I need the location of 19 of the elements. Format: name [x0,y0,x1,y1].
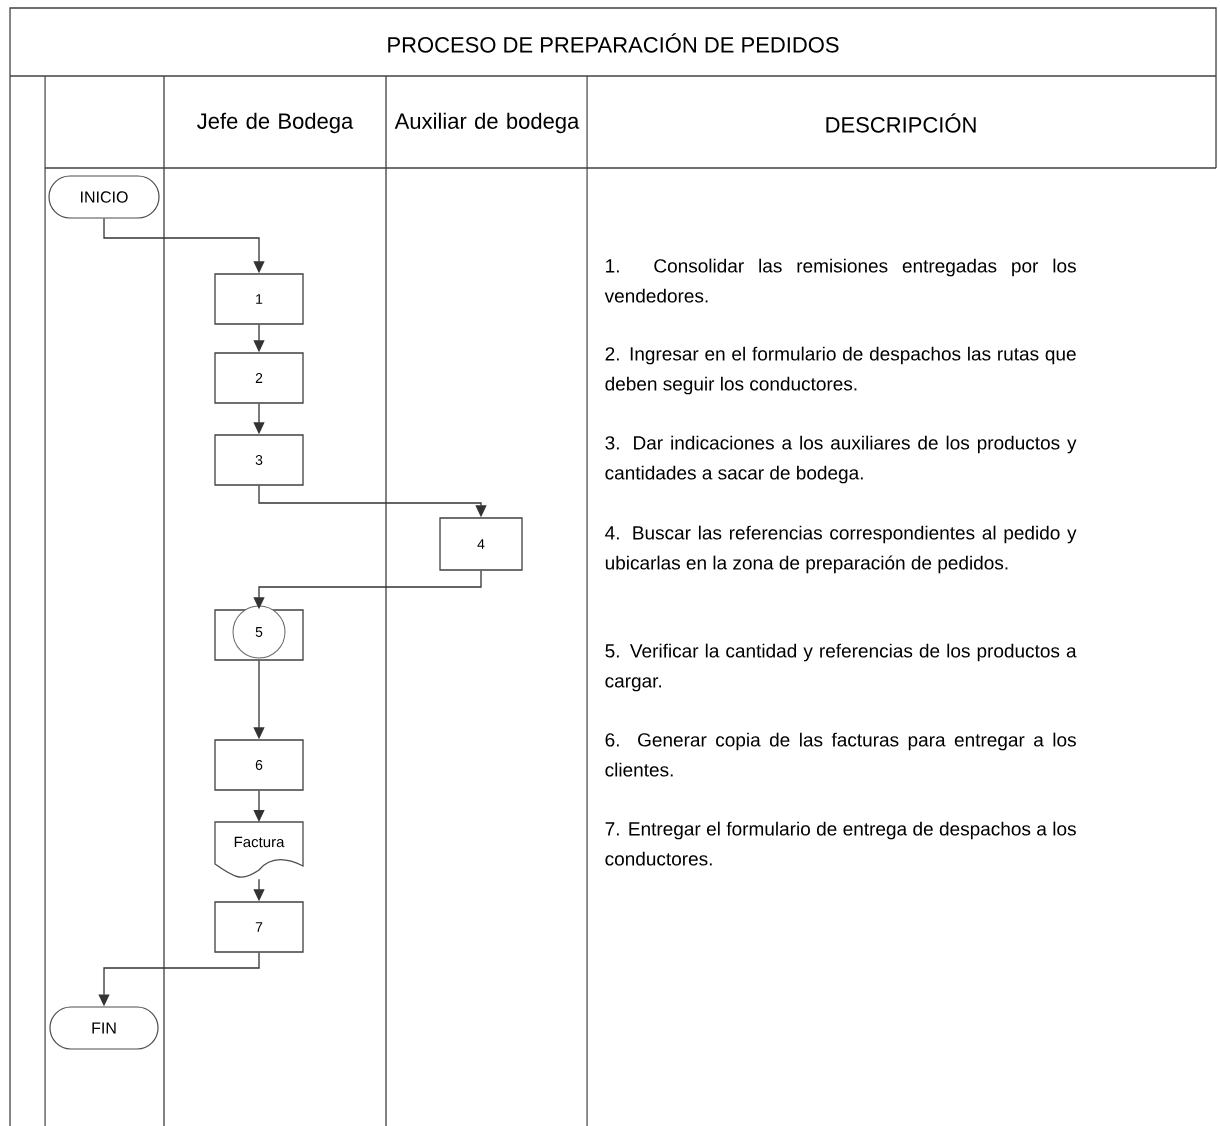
column-header: Jefe de Bodega [197,112,354,134]
column-header: DESCRIPCIÓN [826,113,976,133]
process-box: 1 [214,273,304,325]
step-description: 7. Entregar el formulario de entrega de despachos a los conductores. [605,821,1076,866]
process-box: 4 [439,517,523,571]
process-box: 5 [214,605,304,661]
column-header: Auxiliar de bodega [394,112,580,134]
step-description: 3. Dar indicaciones a los auxiliares de los productos y cantidades a sacar de bodega. [605,435,1077,484]
process-box: 2 [214,352,304,404]
process-box: 6 [214,739,304,791]
arrow [253,790,265,822]
step-description: 2. Ingresar en el formulario de despachos las rutas que deben seguir los conductores. [605,346,1076,395]
step-description: 4. Buscar las referencias correspondientes al pedido y ubicarlas en la zona de preparación de pedidos. [605,525,1077,574]
step-description: 5. Verificar la cantidad y referencias de los productos a cargar. [605,643,1077,692]
process-box: 3 [214,434,304,486]
step-description: 1. Consolidar las remisiones entregadas por los vendedores. [604,258,1076,303]
title: PROCESO DE PREPARACIÓN DE PEDIDOS [388,33,839,53]
process-box: 7 [214,901,304,953]
step-description: 6. Generar copia de las facturas para entregar a los clientes. [605,732,1076,777]
